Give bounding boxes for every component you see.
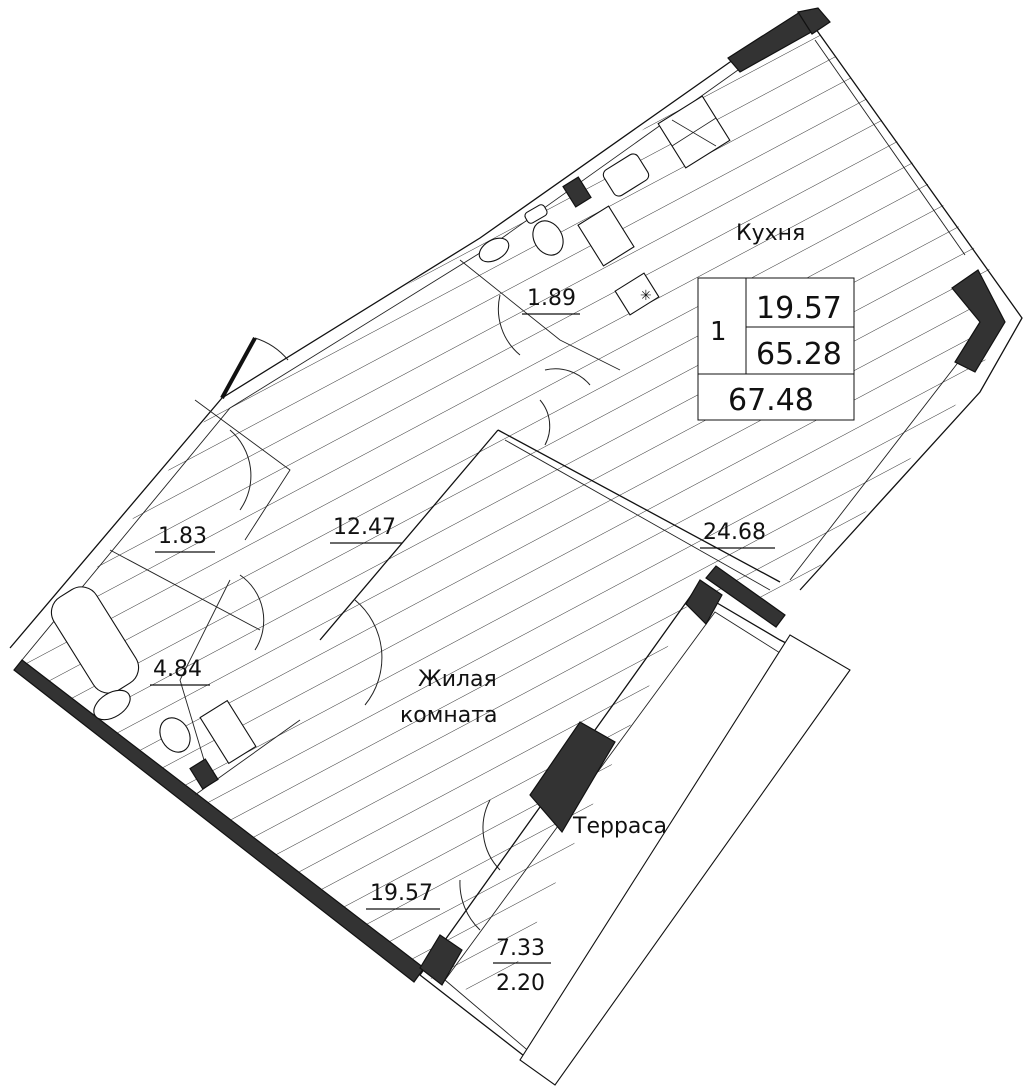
outer-outline bbox=[799, 17, 1023, 591]
door-bathroom bbox=[239, 574, 265, 651]
room-name-terrace: Терраса bbox=[572, 814, 667, 839]
total-area-with-terrace: 67.48 bbox=[728, 383, 814, 418]
kitchen-counter-unit bbox=[577, 205, 635, 267]
svg-text:✳: ✳ bbox=[640, 288, 652, 304]
bathroom-sink bbox=[93, 689, 131, 721]
room-name-living-1: Жилая bbox=[418, 667, 497, 692]
kitchen-stove bbox=[657, 95, 731, 169]
sink-top bbox=[478, 237, 510, 263]
door-hall bbox=[229, 429, 252, 511]
area-living: 19.57 bbox=[366, 881, 440, 910]
total-area: 65.28 bbox=[756, 337, 842, 372]
wall-right bbox=[951, 269, 1006, 373]
area-value: 4.84 bbox=[153, 657, 202, 682]
kitchen-vent bbox=[562, 176, 592, 208]
door-terrace bbox=[482, 799, 501, 871]
summary-table: 1 19.57 65.28 67.48 bbox=[697, 277, 855, 421]
entrance-door bbox=[220, 337, 257, 399]
area-value: 12.47 bbox=[333, 515, 396, 540]
bathroom-vent bbox=[189, 758, 219, 790]
kitchen-sink bbox=[602, 153, 650, 197]
door-living bbox=[354, 599, 383, 706]
area-bath-top: 1.89 bbox=[522, 286, 580, 315]
area-value: 19.57 bbox=[370, 881, 433, 906]
apartment-floor bbox=[20, 18, 990, 1000]
toilet-top bbox=[532, 220, 564, 256]
area-value: 7.33 bbox=[496, 936, 545, 961]
bathroom-toilet bbox=[159, 717, 191, 753]
wall-terrace-junction bbox=[705, 565, 786, 628]
room-name-living-2: комната bbox=[400, 703, 498, 728]
door-bath-top bbox=[497, 294, 521, 356]
area-bathroom: 4.84 bbox=[150, 657, 210, 686]
area-value: 1.83 bbox=[158, 524, 207, 549]
kitchen-island bbox=[614, 272, 660, 316]
living-area-total: 19.57 bbox=[756, 291, 842, 326]
area-value: 2.20 bbox=[496, 971, 545, 996]
bathtub bbox=[50, 586, 140, 694]
area-kitchen: 24.68 bbox=[700, 520, 775, 549]
area-terrace: 7.33 2.20 bbox=[493, 936, 551, 996]
area-value: 24.68 bbox=[703, 520, 766, 545]
rooms-count: 1 bbox=[710, 317, 727, 347]
area-corridor: 12.47 bbox=[330, 515, 402, 544]
area-value: 1.89 bbox=[527, 286, 576, 311]
terrace bbox=[419, 579, 851, 1086]
area-hall-small: 1.83 bbox=[155, 524, 215, 553]
room-name-kitchen: Кухня bbox=[736, 221, 805, 246]
